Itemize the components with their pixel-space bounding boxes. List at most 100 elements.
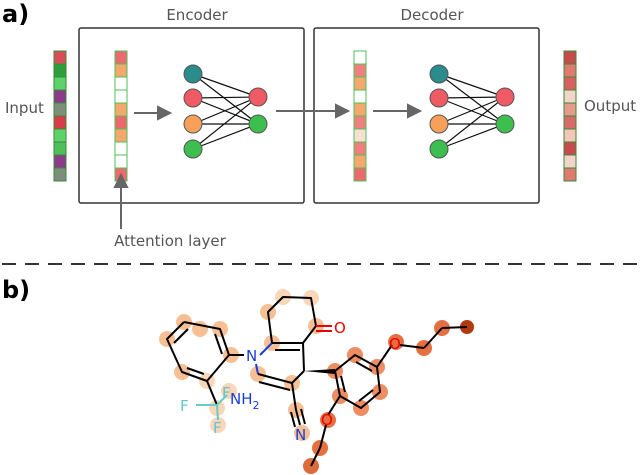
vector-cell [114,50,128,65]
network-edge [192,123,259,150]
vector-cell [563,102,577,117]
decoder-title: Decoder [400,6,464,24]
vector-cell [114,89,128,104]
network-node [495,87,515,107]
vector-cell [53,167,67,182]
vector-cell [563,63,577,78]
vector-cell [353,167,367,182]
attention-label: Attention layer [114,232,226,250]
vector-cell [53,115,67,130]
network-node [429,139,449,159]
bond-ring [257,373,293,384]
vector-cell [353,115,367,130]
network-node [495,114,515,134]
vector-cell [353,63,367,78]
encoder-title: Encoder [166,6,228,24]
atom-o-keto: O [334,319,346,337]
bond-c-o [327,395,341,416]
network-edge [438,96,506,99]
input-label: Input [5,99,44,117]
vector-cell [353,89,367,104]
panel-b-label: b) [2,276,30,304]
output-vector [563,50,577,182]
bond-double [358,389,374,402]
vector-cell [353,50,367,65]
bond-c-c [441,326,468,329]
vector-cell [114,128,128,143]
arrows [113,103,423,229]
network-node [183,88,203,108]
vector-cell [53,102,67,117]
vector-cell [353,154,367,169]
network-node [429,88,449,108]
vector-cell [53,89,67,104]
network-node [429,64,449,84]
network-edge [192,73,259,98]
bond-ring [302,342,305,372]
network-node [248,87,268,107]
bond-c-o [376,344,393,368]
vector-cell [114,76,128,91]
vector-cell [53,50,67,65]
bond-ring [291,370,305,384]
atom-nh2: NH2 [230,390,260,412]
atom-f3: F [213,419,222,437]
molecule-bonds [166,296,468,467]
output-label: Output [584,97,636,115]
vector-cell [114,115,128,130]
atom-nh2-subscript: 2 [253,399,260,412]
bond-n-c [259,342,273,356]
atom-f1: F [180,397,189,415]
bond-c-cn [291,382,297,411]
bond-wedge [304,369,335,374]
bond-triple [300,408,306,425]
atom-f2: F [222,384,231,402]
vector-cell [353,102,367,117]
network-edge [192,73,259,125]
encoder-arrow-head [157,105,173,121]
vector-cell [53,154,67,169]
latent-vector [353,50,367,182]
vector-cell [563,141,577,156]
network-edge [192,96,259,150]
network-edge [438,73,506,98]
network-edge [438,123,506,150]
highlight-atom [210,417,226,433]
encoder-box [78,27,305,204]
atom-nh2-text: NH [230,390,253,408]
network-edge [438,96,506,125]
vector-cell [563,167,577,182]
network-edge [438,73,506,125]
vector-cell [563,76,577,91]
vector-cell [114,154,128,169]
vector-cell [563,154,577,169]
atom-o-ether1: O [389,335,401,353]
highlight-atom [320,412,336,428]
network-edge [192,96,259,125]
bond-c-f [216,394,228,406]
bond-ring-cyclohexenone [267,296,317,344]
encoder-network [183,64,268,159]
bond-o-c [319,424,327,449]
vector-cell [53,128,67,143]
highlight-atom [221,383,237,399]
network-node [429,114,449,134]
atom-n-nitrile: N [295,426,306,444]
vector-cell [563,128,577,143]
vector-cell [563,115,577,130]
vector-cell [114,102,128,117]
network-edge [192,96,259,99]
vector-cell [353,141,367,156]
network-edge [438,96,506,150]
bond-double [214,333,223,355]
bond-double [340,375,346,393]
decoder-box [313,27,540,204]
network-node [183,114,203,134]
bond-double [173,328,189,344]
vector-cell [353,128,367,143]
vector-cell [53,63,67,78]
vector-cell [53,141,67,156]
decoder-network [429,64,515,159]
vector-cell [114,141,128,156]
atom-n-ring: N [246,347,257,365]
